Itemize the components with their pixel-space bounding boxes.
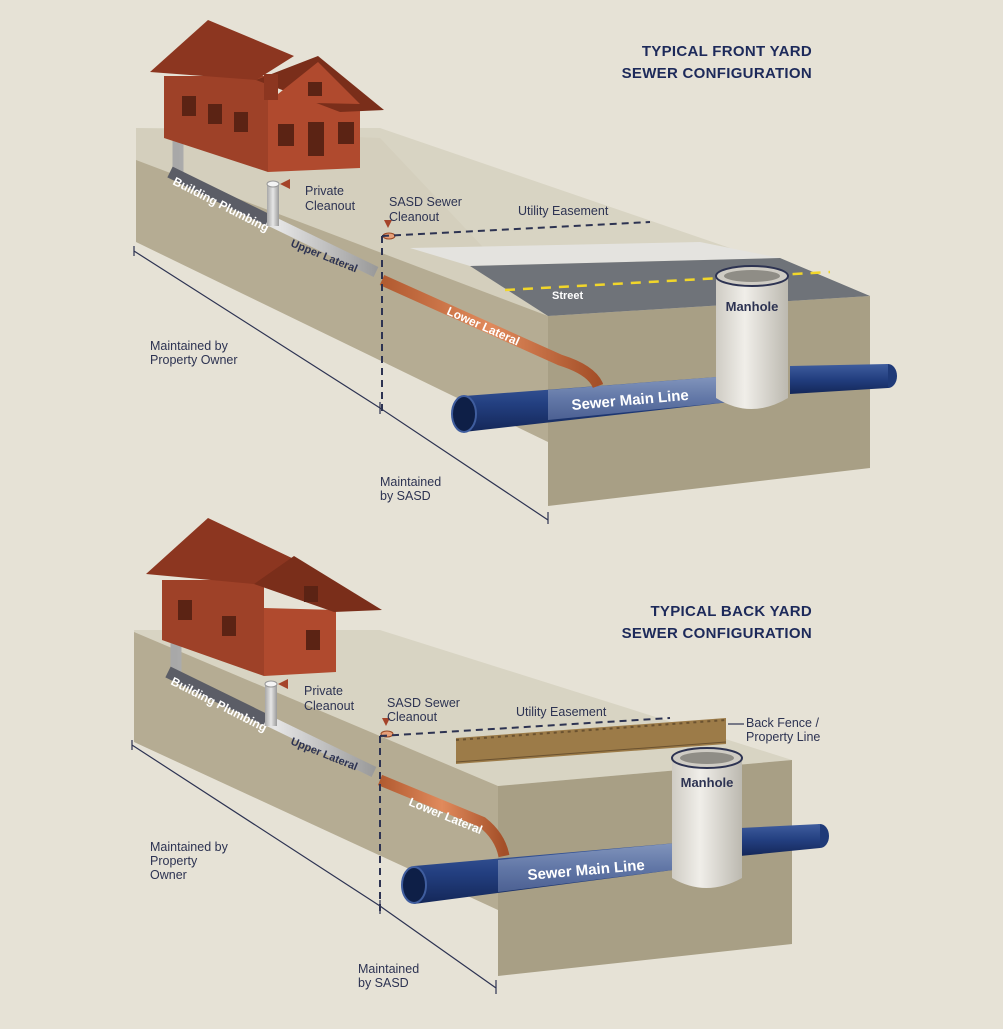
- street-label: Street: [552, 290, 584, 302]
- manhole-shaft: [672, 758, 742, 888]
- manhole-lid-inner: [724, 270, 780, 282]
- sewer-main-visible-section: [498, 842, 688, 892]
- sasd-maintained-label-1: Maintained: [358, 962, 419, 976]
- utility-easement-line: [379, 717, 671, 737]
- private-cleanout-label-1: Private: [305, 184, 344, 198]
- private-cleanout-riser: [265, 684, 277, 726]
- house: [150, 20, 384, 172]
- manhole-label: Manhole: [681, 775, 734, 790]
- lower-lateral-pipe: [377, 774, 510, 858]
- panel-title-line1: TYPICAL BACK YARD: [650, 603, 812, 620]
- panel-title-line2: SEWER CONFIGURATION: [622, 625, 812, 642]
- sasd-cleanout-arrow: [382, 718, 390, 726]
- owner-maintained-label-1: Maintained by: [150, 339, 229, 353]
- utility-easement-label: Utility Easement: [518, 204, 609, 218]
- sasd-cleanout-label-1: SASD Sewer: [389, 195, 462, 209]
- private-cleanout-label-1: Private: [304, 684, 343, 698]
- private-cleanout-label-2: Cleanout: [305, 199, 356, 213]
- manhole-shaft: [716, 276, 788, 409]
- sewer-main-hidden-right: [790, 364, 888, 394]
- house: [146, 518, 382, 676]
- manhole-label: Manhole: [726, 299, 779, 314]
- owner-maintained-label-1: Maintained by: [150, 840, 229, 854]
- panel-title-line2: SEWER CONFIGURATION: [622, 65, 812, 82]
- panel-front-yard: TYPICAL FRONT YARD SEWER CONFIGURATION S…: [133, 20, 897, 524]
- owner-maintained-label-2: Property Owner: [150, 353, 238, 367]
- fence-label-1: Back Fence /: [746, 716, 819, 730]
- sewer-main-open-end: [451, 395, 477, 433]
- owner-maintained-label-3: Owner: [150, 868, 187, 882]
- owner-dimension-bracket: [131, 740, 381, 914]
- sewer-main-hidden-right: [740, 824, 820, 856]
- sasd-cleanout-label-2: Cleanout: [389, 210, 440, 224]
- sewer-main-open-end: [401, 866, 427, 904]
- panel-back-yard: TYPICAL BACK YARD SEWER CONFIGURATION Se…: [131, 518, 829, 994]
- sasd-maintained-label-1: Maintained: [380, 475, 441, 489]
- building-plumbing-band: [167, 166, 271, 226]
- manhole-lid-inner: [680, 752, 734, 764]
- utility-easement-line: [381, 221, 651, 237]
- private-cleanout-riser: [267, 184, 279, 226]
- private-cleanout-label-2: Cleanout: [304, 699, 355, 713]
- sasd-cleanout-label-2: Cleanout: [387, 710, 438, 724]
- sasd-maintained-label-2: by SASD: [358, 976, 409, 990]
- private-cleanout-arrow: [278, 679, 288, 689]
- panel-title-line1: TYPICAL FRONT YARD: [642, 43, 812, 60]
- building-plumbing-band: [165, 666, 269, 726]
- sasd-maintained-label-2: by SASD: [380, 489, 431, 503]
- owner-maintained-label-2: Property: [150, 854, 198, 868]
- sasd-cleanout-label-1: SASD Sewer: [387, 696, 460, 710]
- sidewalk: [410, 242, 780, 266]
- back-fence: [455, 718, 727, 764]
- ground-grass-strip: [136, 128, 548, 316]
- fence-label-2: Property Line: [746, 730, 820, 744]
- sasd-dimension-bracket: [379, 407, 549, 524]
- private-cleanout-cap: [264, 680, 278, 688]
- private-cleanout-cap: [266, 180, 280, 188]
- sasd-dimension-bracket: [379, 905, 497, 994]
- utility-easement-label: Utility Easement: [516, 705, 607, 719]
- lower-lateral-pipe: [379, 274, 604, 389]
- private-cleanout-arrow: [280, 179, 290, 189]
- sasd-cleanout-arrow: [384, 220, 392, 228]
